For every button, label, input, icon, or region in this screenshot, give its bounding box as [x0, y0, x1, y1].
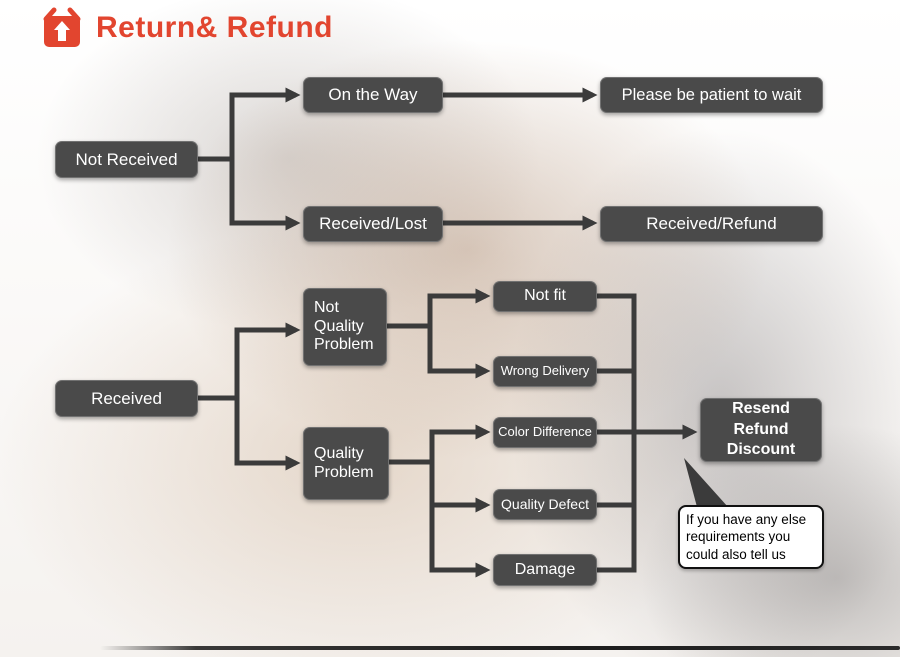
node-line: Quality [314, 317, 364, 335]
node-on-the-way: On the Way [303, 77, 443, 113]
node-wrong-delivery: Wrong Delivery [493, 356, 597, 387]
node-quality-defect: Quality Defect [493, 489, 597, 520]
node-not-quality-problem: Not Quality Problem [303, 288, 387, 366]
note-line: could also tell us [686, 546, 786, 562]
node-received-lost: Received/Lost [303, 206, 443, 242]
node-line: Quality [314, 445, 364, 463]
header: Return& Refund [40, 6, 333, 50]
node-color-difference: Color Difference [493, 417, 597, 448]
node-not-received: Not Received [55, 141, 198, 178]
page-title: Return& Refund [96, 11, 333, 44]
node-line: Refund [733, 420, 789, 438]
note-line: requirements you [686, 529, 791, 545]
background-table-edge [100, 646, 900, 650]
node-please-be-patient: Please be patient to wait [600, 77, 823, 113]
connector-arrows [232, 87, 698, 578]
note-bubble-tail [684, 458, 728, 507]
node-quality-problem: Quality Problem [303, 427, 389, 500]
node-damage: Damage [493, 554, 597, 586]
note-bubble: If you have any else requirements you co… [678, 505, 824, 569]
node-resend-refund-discount: Resend Refund Discount [700, 398, 822, 462]
node-line: Discount [726, 441, 796, 459]
node-line: Problem [314, 463, 374, 481]
node-line: Not [314, 299, 339, 317]
node-not-fit: Not fit [493, 281, 597, 312]
node-received: Received [55, 380, 198, 417]
shipping-box-icon [43, 7, 81, 47]
connector-trunks [195, 92, 637, 573]
node-line: Problem [314, 336, 374, 354]
node-received-refund: Received/Refund [600, 206, 823, 242]
note-line: If you have any else [686, 511, 807, 527]
node-line: Resend [732, 399, 790, 417]
